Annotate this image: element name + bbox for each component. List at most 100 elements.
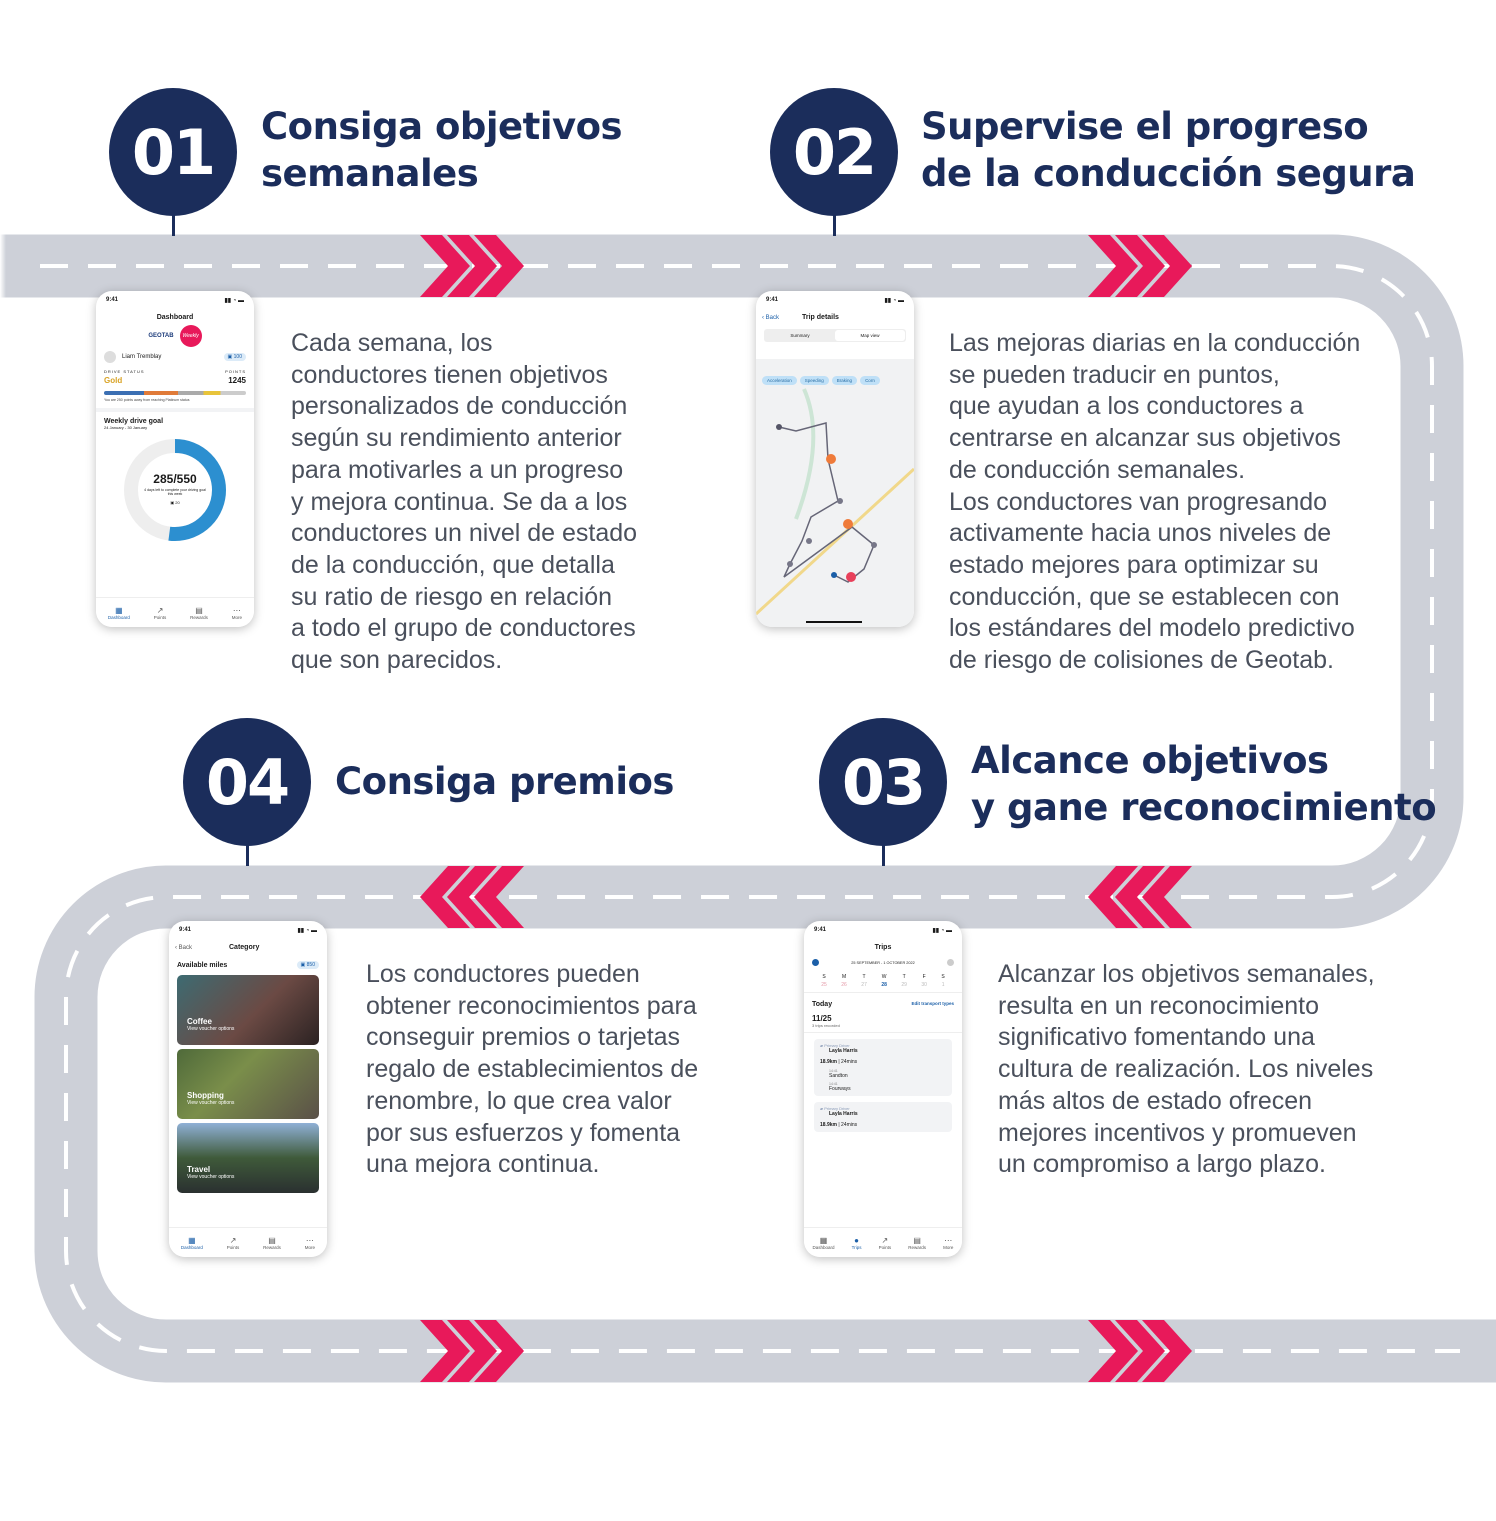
description-line: se pueden traducir en puntos, [949,360,1280,389]
direction-chevron [1088,866,1138,928]
description-line: y mejora continua. Se da a los [291,487,628,516]
status-progress-bar [104,391,246,395]
description-line: resulta en un reconocimiento [998,991,1320,1020]
phone-dashboard: 9:41▮▮ ◔ ▬ Dashboard GEOTAB Weekly Liam … [96,291,254,627]
direction-chevron [1088,235,1138,297]
tab-points[interactable]: ↗Points [878,1235,892,1250]
description-line: conductores un nivel de estado [291,519,638,548]
tab-rewards[interactable]: ▤Rewards [908,1235,927,1250]
tab-trips[interactable]: ●Trips [851,1235,862,1250]
direction-chevron [1115,866,1165,928]
description-line: significativo fomentando una [998,1023,1315,1052]
direction-chevron [474,866,524,928]
tab-dashboard[interactable]: ▦Dashboard [812,1235,835,1250]
trip-card[interactable]: ▰ Primary Driver Layla Harris 18.9km | 2… [814,1102,952,1132]
description-line: según su rendimiento anterior [291,424,622,453]
direction-chevron [420,1320,470,1382]
description-line: para motivarles a un progreso [291,455,624,484]
description-line: Las mejoras diarias en la conducción [949,329,1361,357]
direction-chevron [1142,1320,1192,1382]
tab-rewards[interactable]: ▤Rewards [190,605,208,620]
direction-chevron [447,235,497,297]
prev-week-button[interactable] [812,959,819,966]
description-line: centrarse en alcanzar sus objetivos [949,424,1341,453]
back-button[interactable]: ‹ Back [175,944,193,951]
description-line: los estándares del modelo predictivo [949,614,1355,643]
description-line: a todo el grupo de conductores [291,614,636,643]
description-line: mejores incentivos y promueven [998,1118,1357,1147]
direction-chevron [474,1320,524,1382]
description-line: conducción, que se establecen con [949,582,1340,611]
step-01-description: Cada semana, los conductores tienen objet… [291,328,637,677]
description-line: su ratio de riesgo en relación [291,582,613,611]
description-line: obtener reconocimientos para [366,991,697,1020]
description-line: personalizados de conducción [291,392,628,421]
description-line: Los conductores pueden [366,960,640,988]
description-line: cultura de realización. Los niveles [998,1055,1374,1084]
segment-map-view[interactable]: Map view [835,330,905,341]
back-button[interactable]: ‹ Back [762,314,780,321]
trip-card[interactable]: ▰ Primary Driver Layla Harris 18.9km | 2… [814,1039,952,1096]
weekly-badge: Weekly [179,325,202,347]
description-line: por sus esfuerzos y fomenta [366,1118,681,1147]
weekly-goal-ring: 285/550 4 days left to complete your dri… [121,436,229,544]
description-line: una mejora continua. [366,1150,600,1179]
description-line: renombre, lo que crea valor [366,1086,672,1115]
description-line: Los conductores van progresando [949,487,1328,516]
tab-points[interactable]: ↗Points [226,1235,240,1250]
description-line: Alcanzar los objetivos semanales, [998,960,1375,988]
step-number-03: 03 [819,718,947,846]
description-line: de conducción semanales. [949,455,1246,484]
direction-chevron [1142,235,1192,297]
description-line: de la conducción, que detalla [291,550,615,579]
description-line: conseguir premios o tarjetas [366,1023,681,1052]
next-week-button[interactable] [946,959,954,966]
phone-category: 9:41▮▮ ◔ ▬ ‹ Back Category Available mil… [169,921,327,1257]
description-line: que ayudan a los conductores a [949,392,1304,421]
tab-more[interactable]: ⋯More [231,605,243,620]
step-04-title: Consiga premios [335,760,674,803]
description-line: estado mejores para optimizar su [949,550,1319,579]
segment-summary[interactable]: Summary [790,333,810,338]
direction-chevron [420,235,470,297]
description-line: más altos de estado ofrecen [998,1086,1313,1115]
tab-more[interactable]: ⋯More [943,1235,954,1250]
edit-transport-link[interactable]: Edit transport types [911,1001,954,1006]
description-line: un compromiso a largo plazo. [998,1150,1326,1179]
description-line: conductores tienen objetivos [291,360,608,389]
phone-trip-details: 9:41▮▮ ◔ ▬ ‹ Back Trip details Summary M… [756,291,914,627]
description-line: regalo de establecimientos de [366,1055,699,1084]
direction-chevron [1088,1320,1138,1382]
direction-chevron [1115,235,1165,297]
direction-chevron [420,866,470,928]
tab-dashboard[interactable]: ▦Dashboard [180,1235,203,1250]
tab-rewards[interactable]: ▤Rewards [263,1235,281,1250]
tab-points[interactable]: ↗Points [153,605,167,620]
tab-dashboard[interactable]: ▦Dashboard [107,605,130,620]
avatar [104,351,116,363]
step-02-description: Las mejoras diarias en la conducción se p… [949,328,1360,677]
description-line: de riesgo de colisiones de Geotab. [949,646,1334,675]
geotab-logo: GEOTAB [148,333,174,339]
dashboard-title: Dashboard [156,314,194,321]
step-number-01: 01 [109,88,237,216]
step-number-02: 02 [770,88,898,216]
tab-more[interactable]: ⋯More [304,1235,316,1250]
description-line: Cada semana, los [291,329,493,357]
description-line: que son parecidos. [291,646,503,675]
